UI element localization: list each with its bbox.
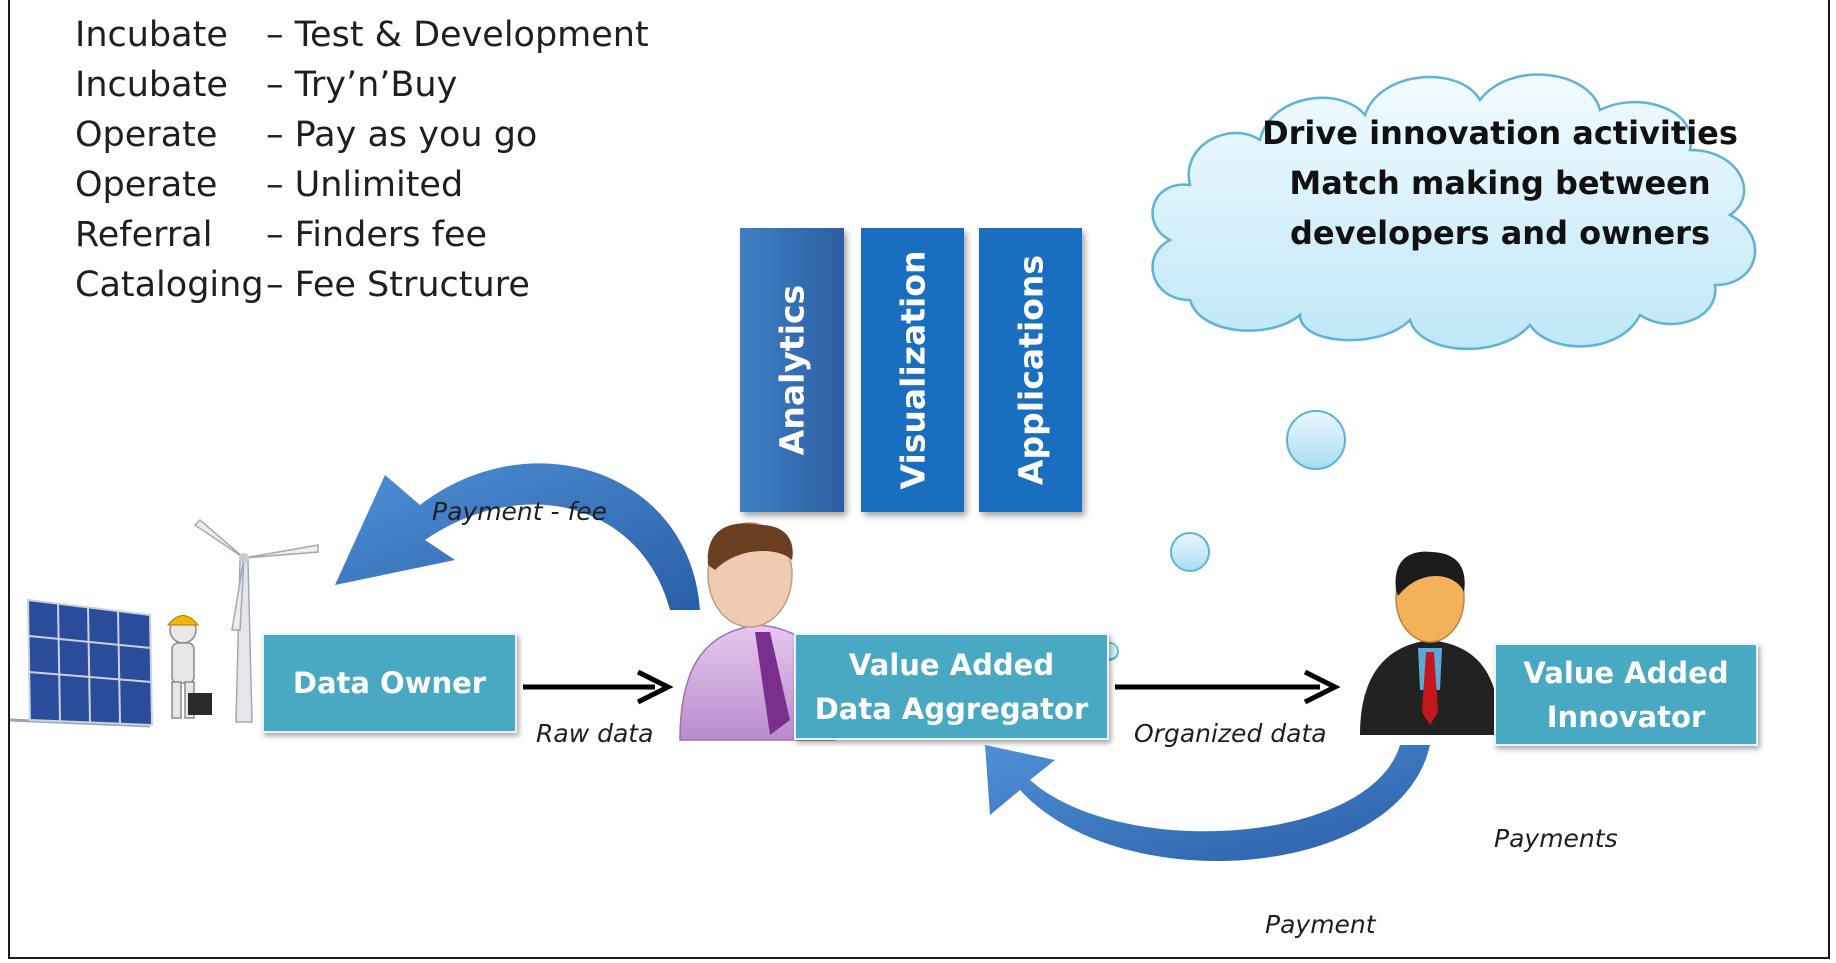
wind-turbine-icon [193, 518, 319, 723]
revenue-model-row: Incubate – Try’n’Buy [75, 60, 649, 110]
raw-data-label: Raw data [536, 719, 654, 748]
data-aggregator-box: Value Added Data Aggregator [794, 633, 1109, 740]
model-description: – Fee Structure [266, 265, 530, 305]
analytics-pillar: Analytics [740, 228, 844, 512]
data-owner-box: Data Owner [262, 633, 517, 733]
cloud-line: Drive innovation activities [1262, 114, 1738, 152]
payment-label: Payment [1265, 910, 1376, 939]
revenue-models-list: Incubate – Test & Development Incubate –… [75, 10, 649, 310]
revenue-model-row: Operate – Pay as you go [75, 110, 649, 160]
data-owner-label: Data Owner [292, 666, 487, 700]
revenue-model-row: Referral – Finders fee [75, 210, 649, 260]
raw-data-arrow [523, 669, 674, 705]
innovator-person-icon [1360, 551, 1500, 735]
model-name: Referral [75, 215, 213, 255]
visualization-label: Visualization [893, 250, 932, 490]
innovator-label-line1: Value Added [1523, 655, 1729, 690]
applications-label: Applications [1011, 254, 1050, 486]
organized-data-label: Organized data [1134, 719, 1327, 748]
innovator-box: Value Added Innovator [1494, 643, 1758, 746]
analytics-label: Analytics [772, 284, 812, 456]
applications-pillar: Applications [979, 228, 1082, 512]
aggregator-label-line1: Value Added [848, 647, 1055, 682]
revenue-model-row: Operate – Unlimited [75, 160, 649, 210]
payment-fee-arrow [335, 463, 700, 610]
solar-panel-icon [9, 598, 154, 728]
model-name: Operate [75, 115, 218, 155]
cloud-line: Match making between [1289, 164, 1711, 202]
cloud-text: Drive innovation activities Match making… [1240, 108, 1760, 258]
engineer-figure-icon [166, 615, 212, 719]
model-description: – Pay as you go [266, 115, 538, 155]
model-name: Incubate [75, 65, 228, 105]
cloud-line: developers and owners [1290, 214, 1710, 252]
organized-data-arrow [1115, 669, 1341, 705]
innovator-label-line2: Innovator [1546, 699, 1706, 734]
payments-label: Payments [1494, 824, 1618, 853]
model-name: Incubate [75, 15, 228, 55]
payment-fee-label: Payment - fee [432, 497, 608, 526]
revenue-model-row: Incubate – Test & Development [75, 10, 649, 60]
model-description: – Try’n’Buy [266, 65, 458, 105]
visualization-pillar: Visualization [861, 228, 964, 512]
payment-arrow [985, 745, 1430, 861]
model-description: – Test & Development [266, 15, 649, 55]
model-name: Cataloging [75, 265, 264, 305]
diagram-frame [8, 0, 1830, 959]
revenue-model-row: Cataloging – Fee Structure [75, 260, 649, 310]
aggregator-label-line2: Data Aggregator [814, 691, 1089, 726]
model-description: – Finders fee [266, 215, 488, 255]
model-description: – Unlimited [266, 165, 464, 205]
model-name: Operate [75, 165, 218, 205]
